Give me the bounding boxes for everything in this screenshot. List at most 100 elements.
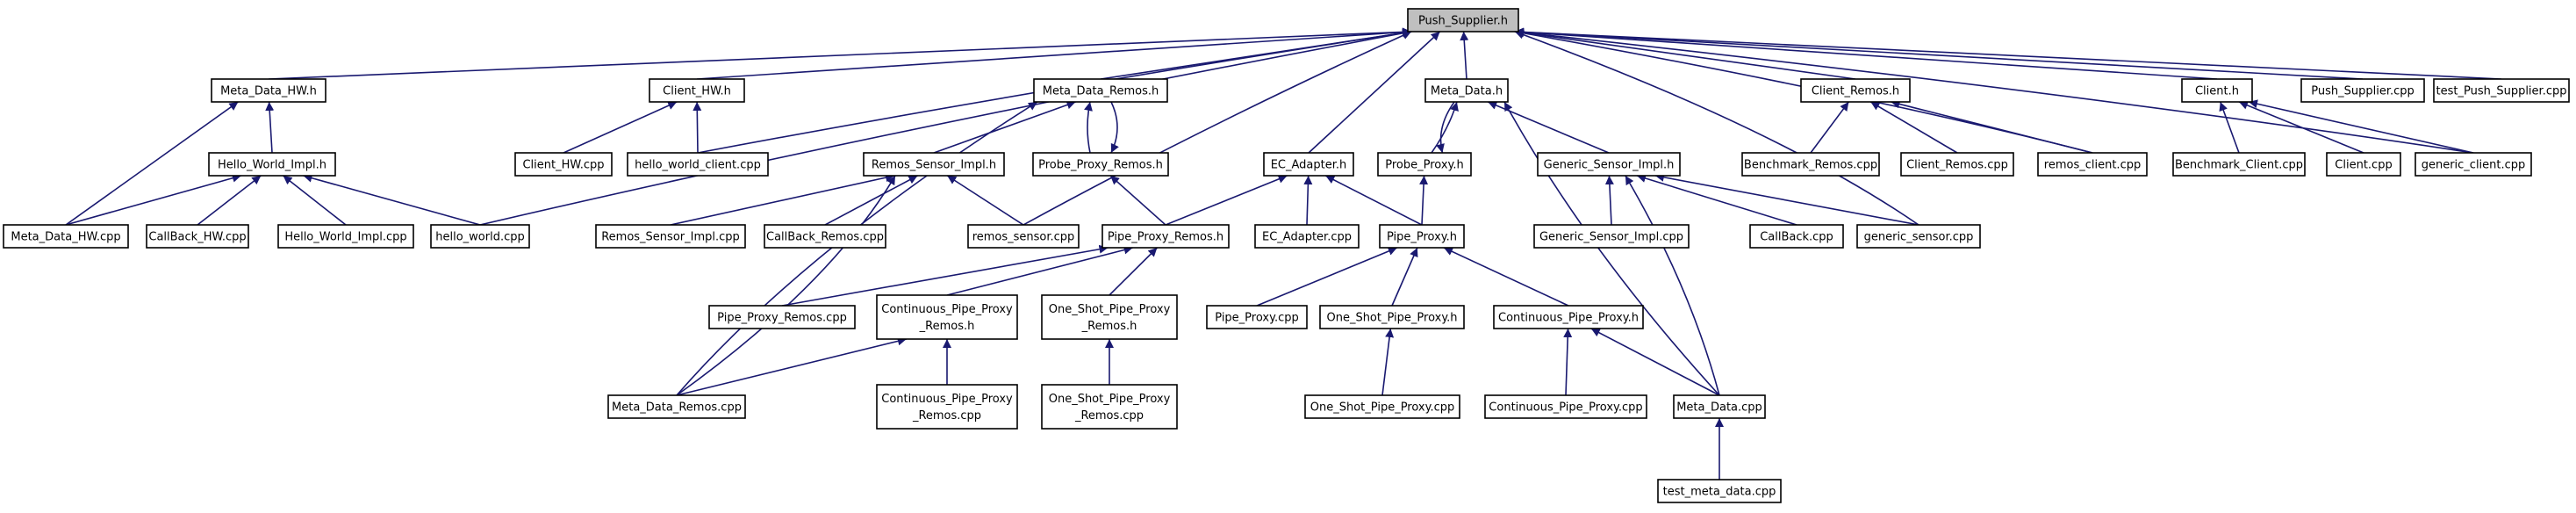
- edge-pipe-proxy-remos-h-to-ec-adapter-h: [1165, 175, 1288, 226]
- node-test-push-supplier-cpp[interactable]: test_Push_Supplier.cpp: [2433, 78, 2570, 103]
- node-box: [876, 294, 1018, 340]
- node-benchmark-client-cpp[interactable]: Benchmark_Client.cpp: [2172, 152, 2306, 177]
- node-probe-proxy-h[interactable]: Probe_Proxy.h: [1377, 152, 1472, 177]
- node-meta-data-hw-cpp[interactable]: Meta_Data_HW.cpp: [3, 224, 129, 249]
- edge-pipe-proxy-remos-h-to-probe-proxy-remos-h: [1109, 175, 1166, 226]
- node-box: [208, 152, 336, 177]
- node-ec-adapter-cpp[interactable]: EC_Adapter.cpp: [1254, 224, 1360, 249]
- node-label: Continuous_Pipe_Proxy: [881, 303, 1013, 316]
- edge-generic-client-cpp-to-client-h: [2248, 99, 2474, 154]
- node-label: Meta_Data_Remos.h: [1043, 85, 1159, 98]
- node-one-shot-pipe-proxy-remos-cpp[interactable]: One_Shot_Pipe_Proxy_Remos.cpp: [1041, 384, 1178, 430]
- edge-pipe-proxy-cpp-to-pipe-proxy-h: [1256, 247, 1398, 307]
- node-benchmark-remos-cpp[interactable]: Benchmark_Remos.cpp: [1741, 152, 1880, 177]
- node-client-cpp[interactable]: Client.cpp: [2326, 152, 2401, 177]
- node-box: [1493, 305, 1644, 329]
- node-hello-world-cpp[interactable]: hello_world.cpp: [430, 224, 530, 249]
- node-label: test_Push_Supplier.cpp: [2436, 85, 2567, 98]
- edge-probe-proxy-remos-h-to-meta-data-remos-h: [1084, 101, 1093, 154]
- node-client-remos-h[interactable]: Client_Remos.h: [1800, 78, 1911, 103]
- node-generic-client-cpp[interactable]: generic_client.cpp: [2415, 152, 2532, 177]
- edge-meta-data-remos-cpp-to-meta-data-remos-h: [676, 101, 1038, 396]
- node-label: Pipe_Proxy_Remos.h: [1108, 231, 1223, 244]
- edge-meta-data-h-to-push-supplier-h: [1460, 31, 1469, 80]
- node-remos-sensor-impl-cpp[interactable]: Remos_Sensor_Impl.cpp: [595, 224, 746, 249]
- node-hello-world-impl-cpp[interactable]: Hello_World_Impl.cpp: [277, 224, 414, 249]
- node-box: [1657, 479, 1782, 503]
- edge-continuous-pipe-proxy-h-to-pipe-proxy-h: [1443, 247, 1569, 307]
- node-box: [1741, 152, 1880, 177]
- node-pipe-proxy-h[interactable]: Pipe_Proxy.h: [1379, 224, 1465, 249]
- edge-meta-data-remos-h-to-probe-proxy-remos-h: [1110, 101, 1119, 154]
- node-test-meta-data-cpp[interactable]: test_meta_data.cpp: [1657, 479, 1782, 503]
- node-box: [649, 78, 745, 103]
- edge-meta-data-remos-cpp-to-remos-sensor-impl-h: [676, 175, 896, 396]
- node-generic-sensor-impl-h[interactable]: Generic_Sensor_Impl.h: [1537, 152, 1681, 177]
- edges-layer: [65, 27, 2502, 480]
- edge-ec-adapter-h-to-push-supplier-h: [1308, 31, 1441, 154]
- node-box: [2181, 78, 2253, 103]
- node-continuous-pipe-proxy-remos-cpp[interactable]: Continuous_Pipe_Proxy_Remos.cpp: [876, 384, 1018, 430]
- node-meta-data-remos-h[interactable]: Meta_Data_Remos.h: [1033, 78, 1168, 103]
- edge-meta-data-hw-h-to-push-supplier-h: [268, 27, 1412, 80]
- node-label: Pipe_Proxy.cpp: [1215, 312, 1298, 325]
- node-pipe-proxy-remos-cpp[interactable]: Pipe_Proxy_Remos.cpp: [708, 305, 856, 329]
- node-callback-hw-cpp[interactable]: CallBack_HW.cpp: [146, 224, 249, 249]
- node-label: CallBack_Remos.cpp: [766, 231, 884, 244]
- node-continuous-pipe-proxy-cpp[interactable]: Continuous_Pipe_Proxy.cpp: [1484, 394, 1647, 419]
- node-remos-sensor-impl-h[interactable]: Remos_Sensor_Impl.h: [863, 152, 1005, 177]
- edge-meta-data-cpp-to-continuous-pipe-proxy-h: [1590, 328, 1720, 396]
- node-box: [1032, 152, 1169, 177]
- node-meta-data-cpp[interactable]: Meta_Data.cpp: [1673, 394, 1766, 419]
- edge-one-shot-pipe-proxy-cpp-to-one-shot-pipe-proxy-h: [1381, 328, 1395, 396]
- node-client-hw-cpp[interactable]: Client_HW.cpp: [514, 152, 613, 177]
- node-label: Client_HW.cpp: [522, 159, 604, 172]
- node-pipe-proxy-cpp[interactable]: Pipe_Proxy.cpp: [1206, 305, 1308, 329]
- node-continuous-pipe-proxy-h[interactable]: Continuous_Pipe_Proxy.h: [1493, 305, 1644, 329]
- node-probe-proxy-remos-h[interactable]: Probe_Proxy_Remos.h: [1032, 152, 1169, 177]
- node-box: [2415, 152, 2532, 177]
- node-label: Client_Remos.cpp: [1906, 159, 2008, 172]
- node-meta-data-remos-cpp[interactable]: Meta_Data_Remos.cpp: [607, 394, 746, 419]
- node-continuous-pipe-proxy-remos-h[interactable]: Continuous_Pipe_Proxy_Remos.h: [876, 294, 1018, 340]
- edge-callback-hw-cpp-to-hello-world-impl-h: [197, 175, 262, 226]
- node-push-supplier-h[interactable]: Push_Supplier.h: [1407, 8, 1519, 33]
- node-client-h[interactable]: Client.h: [2181, 78, 2253, 103]
- node-client-remos-cpp[interactable]: Client_Remos.cpp: [1900, 152, 2014, 177]
- edge-hello-world-client-cpp-to-client-hw-h: [692, 101, 702, 154]
- node-pipe-proxy-remos-h[interactable]: Pipe_Proxy_Remos.h: [1101, 224, 1230, 249]
- edge-generic-client-cpp-to-push-supplier-h: [1514, 28, 2474, 154]
- node-box: [1749, 224, 1844, 249]
- node-ec-adapter-h[interactable]: EC_Adapter.h: [1263, 152, 1354, 177]
- node-label: Pipe_Proxy_Remos.cpp: [717, 312, 847, 325]
- node-label: generic_client.cpp: [2422, 159, 2526, 172]
- node-meta-data-hw-h[interactable]: Meta_Data_HW.h: [211, 78, 326, 103]
- node-client-hw-h[interactable]: Client_HW.h: [649, 78, 745, 103]
- edge-hello-world-cpp-to-push-supplier-h: [479, 28, 1412, 226]
- node-label: Meta_Data.h: [1431, 85, 1503, 98]
- node-one-shot-pipe-proxy-h[interactable]: One_Shot_Pipe_Proxy.h: [1319, 305, 1465, 329]
- node-one-shot-pipe-proxy-cpp[interactable]: One_Shot_Pipe_Proxy.cpp: [1304, 394, 1460, 419]
- node-label: Push_Supplier.cpp: [2311, 85, 2415, 98]
- node-remos-client-cpp[interactable]: remos_client.cpp: [2037, 152, 2148, 177]
- node-label: _Remos.cpp: [1074, 409, 1144, 423]
- node-one-shot-pipe-proxy-remos-h[interactable]: One_Shot_Pipe_Proxy_Remos.h: [1041, 294, 1178, 340]
- edge-client-remos-cpp-to-client-remos-h: [1869, 101, 1958, 154]
- node-generic-sensor-impl-cpp[interactable]: Generic_Sensor_Impl.cpp: [1533, 224, 1690, 249]
- node-label: One_Shot_Pipe_Proxy.cpp: [1310, 401, 1454, 415]
- node-push-supplier-cpp[interactable]: Push_Supplier.cpp: [2300, 78, 2425, 103]
- node-meta-data-h[interactable]: Meta_Data.h: [1424, 78, 1509, 103]
- node-hello-world-impl-h[interactable]: Hello_World_Impl.h: [208, 152, 336, 177]
- node-callback-remos-cpp[interactable]: CallBack_Remos.cpp: [764, 224, 886, 249]
- node-remos-sensor-cpp[interactable]: remos_sensor.cpp: [967, 224, 1080, 249]
- edge-hello-world-impl-h-to-meta-data-hw-h: [265, 101, 275, 154]
- node-hello-world-client-cpp[interactable]: hello_world_client.cpp: [627, 152, 769, 177]
- node-label: Meta_Data_HW.h: [220, 85, 317, 98]
- edge-client-h-to-push-supplier-h: [1514, 27, 2218, 80]
- edge-generic-sensor-impl-h-to-meta-data-h: [1487, 101, 1610, 154]
- node-callback-cpp[interactable]: CallBack.cpp: [1749, 224, 1844, 249]
- node-box: [2172, 152, 2306, 177]
- node-generic-sensor-cpp[interactable]: generic_sensor.cpp: [1856, 224, 1981, 249]
- node-box: [1377, 152, 1472, 177]
